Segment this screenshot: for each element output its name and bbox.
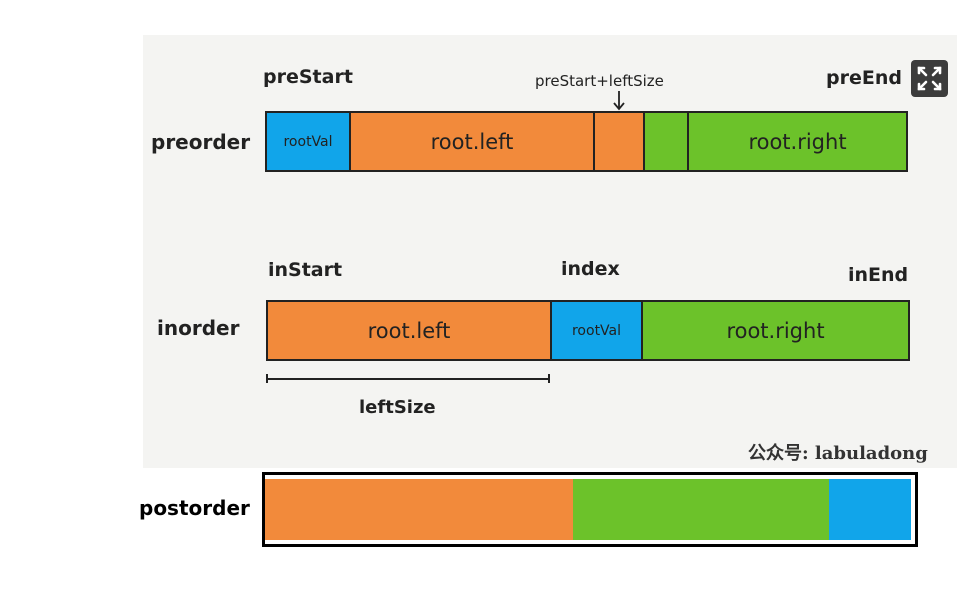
preorder-root-val: rootVal [267,113,349,170]
inorder-row-label: inorder [157,316,240,340]
down-arrow-icon [613,91,625,111]
postorder-row-label: postorder [139,496,250,520]
preorder-root-right: root.right [687,113,906,170]
pre-start-label: preStart [263,66,353,88]
inorder-root-val: rootVal [550,302,641,359]
preorder-row-label: preorder [151,130,251,154]
preorder-root-left: root.left [349,113,593,170]
preorder-right-head [643,113,687,170]
left-size-bracket [266,374,550,383]
diagram-panel [143,35,957,468]
postorder-left-segment [265,479,573,540]
pre-end-label: preEnd [826,67,902,89]
left-size-label: leftSize [359,397,436,418]
inorder-root-left: root.left [268,302,550,359]
pre-start-left-size-label: preStart+leftSize [535,72,664,90]
index-label: index [561,258,620,280]
postorder-bar [262,472,918,547]
expand-button[interactable] [911,60,948,97]
postorder-right-segment [573,479,829,540]
in-end-label: inEnd [848,264,909,286]
inorder-root-right: root.right [641,302,908,359]
preorder-bar: rootVal root.left root.right [265,111,908,172]
in-start-label: inStart [268,259,343,281]
preorder-left-tail [593,113,643,170]
inorder-bar: root.left rootVal root.right [266,300,910,361]
postorder-root-segment [829,479,911,540]
watermark: 公众号: labuladong [748,443,928,464]
expand-icon [917,66,942,91]
